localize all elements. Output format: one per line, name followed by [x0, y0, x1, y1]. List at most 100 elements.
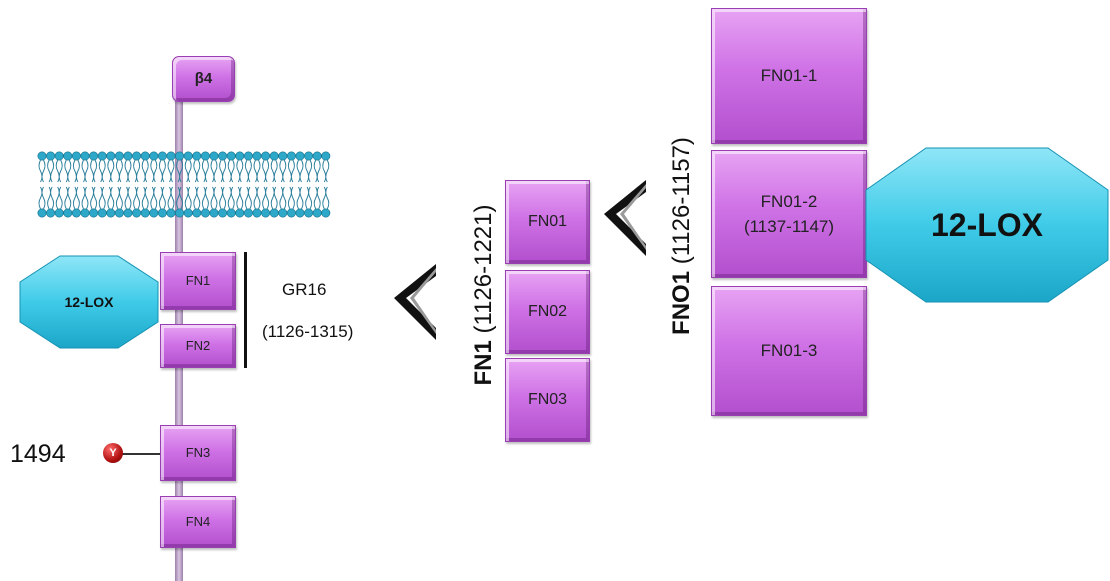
lipid-head — [218, 151, 228, 161]
lipid-tail — [81, 159, 89, 183]
lipid-head — [89, 208, 99, 218]
lipid-head — [123, 208, 133, 218]
lipid-head — [97, 151, 107, 161]
receptor-fn3-label: FN3 — [185, 445, 211, 461]
lipid-tail — [64, 159, 72, 183]
lipid-head — [200, 151, 210, 161]
lipid-tail — [55, 159, 63, 183]
lipid-tail — [322, 186, 330, 210]
lipid-head — [209, 208, 219, 218]
lipid-head — [157, 151, 167, 161]
lipid-tail — [227, 159, 235, 183]
lipid-tail — [167, 186, 175, 210]
fn01-2-box: FN01-2 (1137-1147) — [711, 150, 867, 278]
lipid-head — [132, 208, 142, 218]
phospho-residue: Y — [109, 447, 117, 459]
lipid-head — [37, 208, 47, 218]
fn03-label: FN03 — [527, 391, 568, 408]
lipid-tail — [236, 159, 244, 183]
lipid-head — [235, 151, 245, 161]
lipid-tail — [193, 186, 201, 210]
fn01-2-range: (1137-1147) — [743, 217, 835, 236]
lipid-head — [54, 208, 64, 218]
lipid-head — [321, 151, 331, 161]
fn02-box: FN02 — [505, 270, 590, 354]
lipid-tail — [296, 159, 304, 183]
lipid-head — [261, 151, 271, 161]
lipid-head — [252, 208, 262, 218]
receptor-fn1-label: FN1 — [185, 273, 211, 289]
lipid-tail — [287, 186, 295, 210]
lipid-tail — [313, 186, 321, 210]
receptor-fn4-label: FN4 — [185, 514, 211, 530]
lipid-tail — [253, 186, 261, 210]
lipid-head — [132, 151, 142, 161]
lipid-tail — [133, 159, 141, 183]
lipid-head — [166, 208, 176, 218]
lipid-head — [192, 208, 202, 218]
lipid-head — [200, 208, 210, 218]
lipid-tail — [184, 159, 192, 183]
lipid-head — [261, 208, 271, 218]
lipid-tail — [124, 186, 132, 210]
lipid-tail — [81, 186, 89, 210]
fno1-construct-range: (1126-1157) — [668, 137, 695, 265]
lipid-tail — [193, 159, 201, 183]
lipid-head — [218, 208, 228, 218]
lipid-head — [71, 208, 81, 218]
lipid-head — [123, 151, 133, 161]
lipid-tail — [270, 186, 278, 210]
lipid-head — [46, 208, 56, 218]
lipid-tail — [72, 186, 80, 210]
lipid-tail — [244, 186, 252, 210]
lipid-tail — [90, 186, 98, 210]
lipid-tail — [141, 159, 149, 183]
lipid-tail — [227, 186, 235, 210]
lipid-tail — [201, 186, 209, 210]
lipid-head — [175, 208, 185, 218]
lipid-tail — [313, 159, 321, 183]
lipid-tail — [210, 159, 218, 183]
receptor-fn2-label: FN2 — [185, 338, 211, 354]
lipid-tail — [279, 186, 287, 210]
lipid-head — [269, 151, 279, 161]
lox-small-label: 12-LOX — [64, 294, 114, 310]
lipid-tail — [150, 159, 158, 183]
lipid-head — [175, 151, 185, 161]
lipid-tail — [219, 186, 227, 210]
lipid-tail — [167, 159, 175, 183]
lipid-tail — [107, 186, 115, 210]
lipid-tail — [158, 186, 166, 210]
lipid-head — [295, 151, 305, 161]
fn01-3-box: FN01-3 — [711, 286, 867, 416]
fn01-1-box: FN01-1 — [711, 8, 867, 144]
lipid-tail — [279, 159, 287, 183]
lipid-head — [149, 151, 159, 161]
lipid-head — [226, 151, 236, 161]
lipid-head — [304, 208, 314, 218]
lipid-tail — [158, 159, 166, 183]
receptor-fn1-box: FN1 — [160, 252, 236, 310]
lipid-tail — [270, 159, 278, 183]
lipid-head — [304, 151, 314, 161]
phospho-site-number: 1494 — [10, 440, 66, 468]
fn02-label: FN02 — [527, 303, 568, 320]
lipid-tail — [47, 159, 55, 183]
lipid-tail — [141, 186, 149, 210]
lipid-head — [235, 208, 245, 218]
lipid-tail — [184, 186, 192, 210]
lipid-head — [183, 208, 193, 218]
lipid-tail — [201, 159, 209, 183]
lipid-head — [286, 151, 296, 161]
fno1-construct-label: FNO1 (1126-1157) — [668, 81, 698, 391]
lipid-head — [312, 151, 322, 161]
fn01-label: FN01 — [527, 213, 568, 230]
lipid-head — [97, 208, 107, 218]
fn1-construct-range: (1126-1221) — [470, 204, 497, 334]
lipid-tail — [55, 186, 63, 210]
lipid-tail — [296, 186, 304, 210]
lipid-tail — [124, 159, 132, 183]
lipid-head — [114, 208, 124, 218]
lipid-tail — [262, 186, 270, 210]
fn03-box: FN03 — [505, 358, 590, 442]
